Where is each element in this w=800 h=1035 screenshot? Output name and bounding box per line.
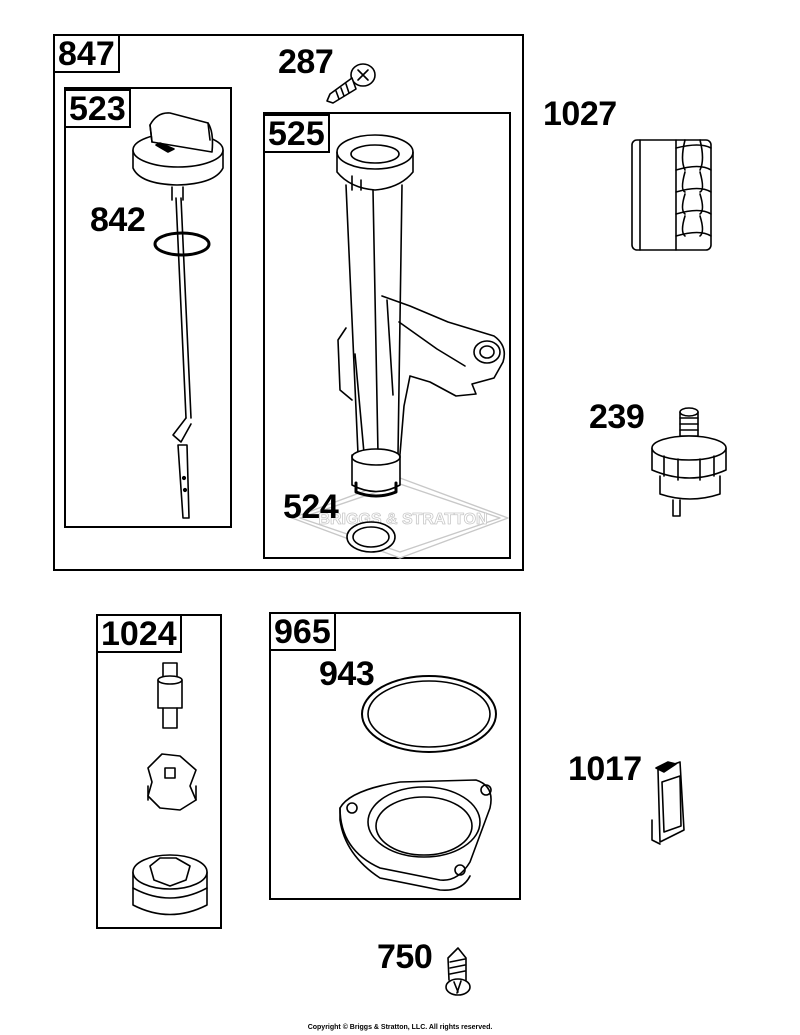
group-frame-847 xyxy=(53,34,524,571)
screw-750-icon xyxy=(445,947,471,996)
dipstick-rod-icon xyxy=(172,197,192,519)
grommet-524-icon xyxy=(346,521,396,553)
dipstick-cap-523-icon xyxy=(132,112,224,201)
part-label-239: 239 xyxy=(589,398,645,436)
part-label-287: 287 xyxy=(278,43,334,81)
cover-plate-965-icon xyxy=(339,779,492,892)
oil-filter-1027-icon xyxy=(631,139,712,251)
screw-287-icon xyxy=(326,63,376,104)
part-label-943: 943 xyxy=(319,655,375,693)
pump-outer-rotor-icon xyxy=(132,854,208,916)
group-frame-525 xyxy=(263,112,511,559)
pump-inner-rotor-icon xyxy=(147,753,197,811)
group-label-847: 847 xyxy=(53,34,120,73)
pressure-switch-239-icon xyxy=(651,407,727,517)
part-label-842: 842 xyxy=(90,201,146,239)
group-frame-523 xyxy=(64,87,232,528)
copyright-notice: Copyright © Briggs & Stratton, LLC. All … xyxy=(307,1024,493,1031)
part-label-1017: 1017 xyxy=(568,750,642,788)
oil-fill-tube-525-icon xyxy=(336,134,506,498)
switch-1017-icon xyxy=(651,761,685,845)
group-label-1024: 1024 xyxy=(96,614,182,653)
gasket-943-icon xyxy=(361,675,497,753)
group-label-523: 523 xyxy=(64,89,131,128)
pump-shaft-icon xyxy=(157,662,183,729)
part-label-524: 524 xyxy=(283,488,339,526)
group-frame-965 xyxy=(269,612,521,900)
part-label-1027: 1027 xyxy=(543,95,617,133)
part-label-750: 750 xyxy=(377,938,433,976)
group-label-525: 525 xyxy=(263,114,330,153)
group-label-965: 965 xyxy=(269,612,336,651)
watermark-text: BRIGGS & STRATTON xyxy=(318,511,487,528)
